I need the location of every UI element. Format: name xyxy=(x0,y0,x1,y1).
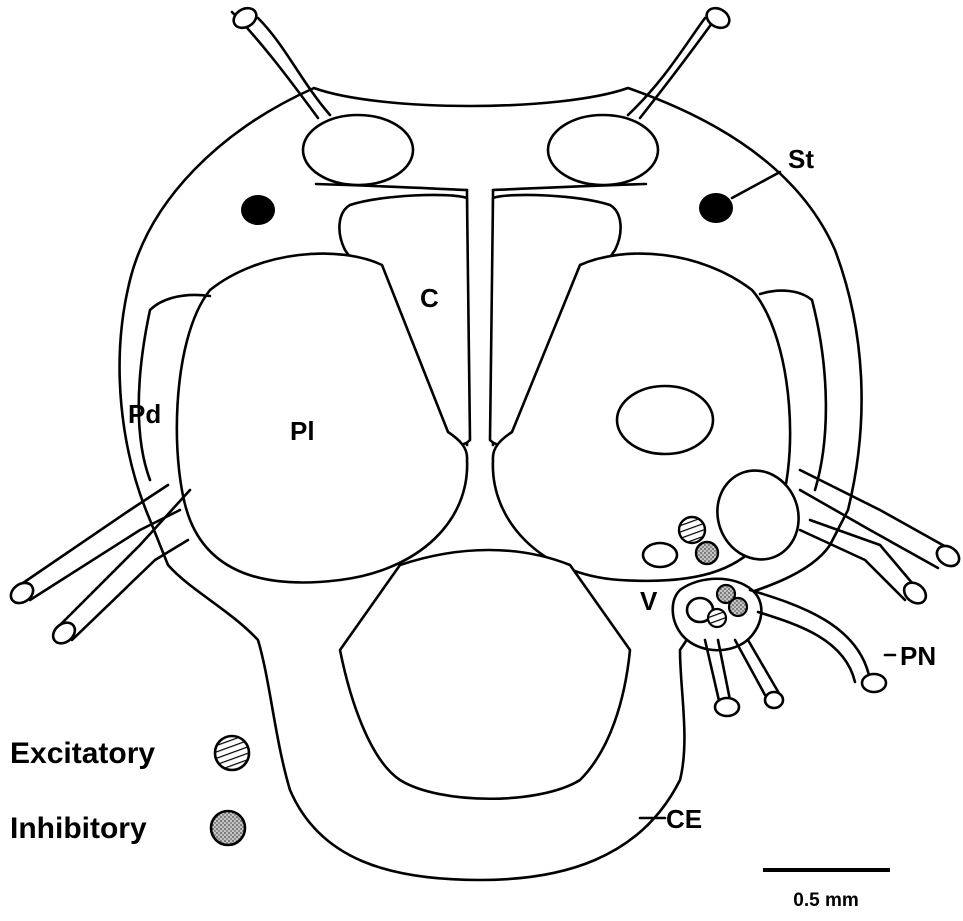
upper-right-nerve-b xyxy=(628,18,705,115)
lateral-nerve-left-3 xyxy=(60,490,190,625)
neuron-white-1 xyxy=(643,543,677,567)
statolith-right xyxy=(699,193,733,223)
legend-inhibitory-label: Inhibitory xyxy=(10,812,147,845)
legend-excitatory-swatch xyxy=(215,736,249,770)
lateral-nerve-right-3 xyxy=(810,520,918,590)
label-ce: CE xyxy=(666,804,702,834)
neuron-excitatory-2 xyxy=(708,609,726,627)
pleural-right-cavity xyxy=(617,386,713,454)
lateral-nerve-left-end-1 xyxy=(7,579,37,608)
lower-nerve-2b xyxy=(748,640,780,695)
label-c: C xyxy=(420,283,439,313)
legend-inhibitory-swatch xyxy=(211,811,245,845)
upper-left-nerve-b xyxy=(258,18,330,115)
statolith-left xyxy=(241,195,275,225)
upper-left-nerve-end xyxy=(230,4,260,32)
label-pn: PN xyxy=(900,641,936,671)
top-commissure-right xyxy=(493,184,646,190)
lateral-nerve-right-end-2 xyxy=(900,578,930,607)
scale-bar-label: 0.5 mm xyxy=(793,890,858,911)
lateral-nerve-left-end-2 xyxy=(49,618,79,647)
lateral-nerve-left-2 xyxy=(30,510,180,600)
pn-nerve-2 xyxy=(758,612,855,682)
lower-nerve-end-2 xyxy=(765,692,783,708)
statocyst-left-oval xyxy=(303,115,413,185)
neuron-excitatory-1 xyxy=(679,517,705,543)
top-commissure xyxy=(316,184,467,190)
lower-nerve-end-1 xyxy=(715,698,739,716)
label-pd: Pd xyxy=(128,399,161,429)
legend-excitatory-label: Excitatory xyxy=(10,737,155,770)
lateral-nerve-right-1 xyxy=(800,470,948,548)
label-pl: Pl xyxy=(290,416,315,446)
central-chamber xyxy=(340,550,630,799)
pn-nerve-end xyxy=(862,674,886,692)
statocyst-right-oval xyxy=(548,115,658,185)
label-v: V xyxy=(640,586,658,616)
pn-nerve-1 xyxy=(750,590,870,680)
lower-nerve-2a xyxy=(735,640,765,695)
upper-right-nerve xyxy=(640,12,720,118)
label-st: St xyxy=(788,144,814,174)
neuron-inhibitory-1 xyxy=(696,542,718,564)
neuron-inhibitory-3 xyxy=(729,598,747,616)
st-pointer xyxy=(732,172,780,198)
lateral-nerve-right-end-1 xyxy=(933,542,963,571)
